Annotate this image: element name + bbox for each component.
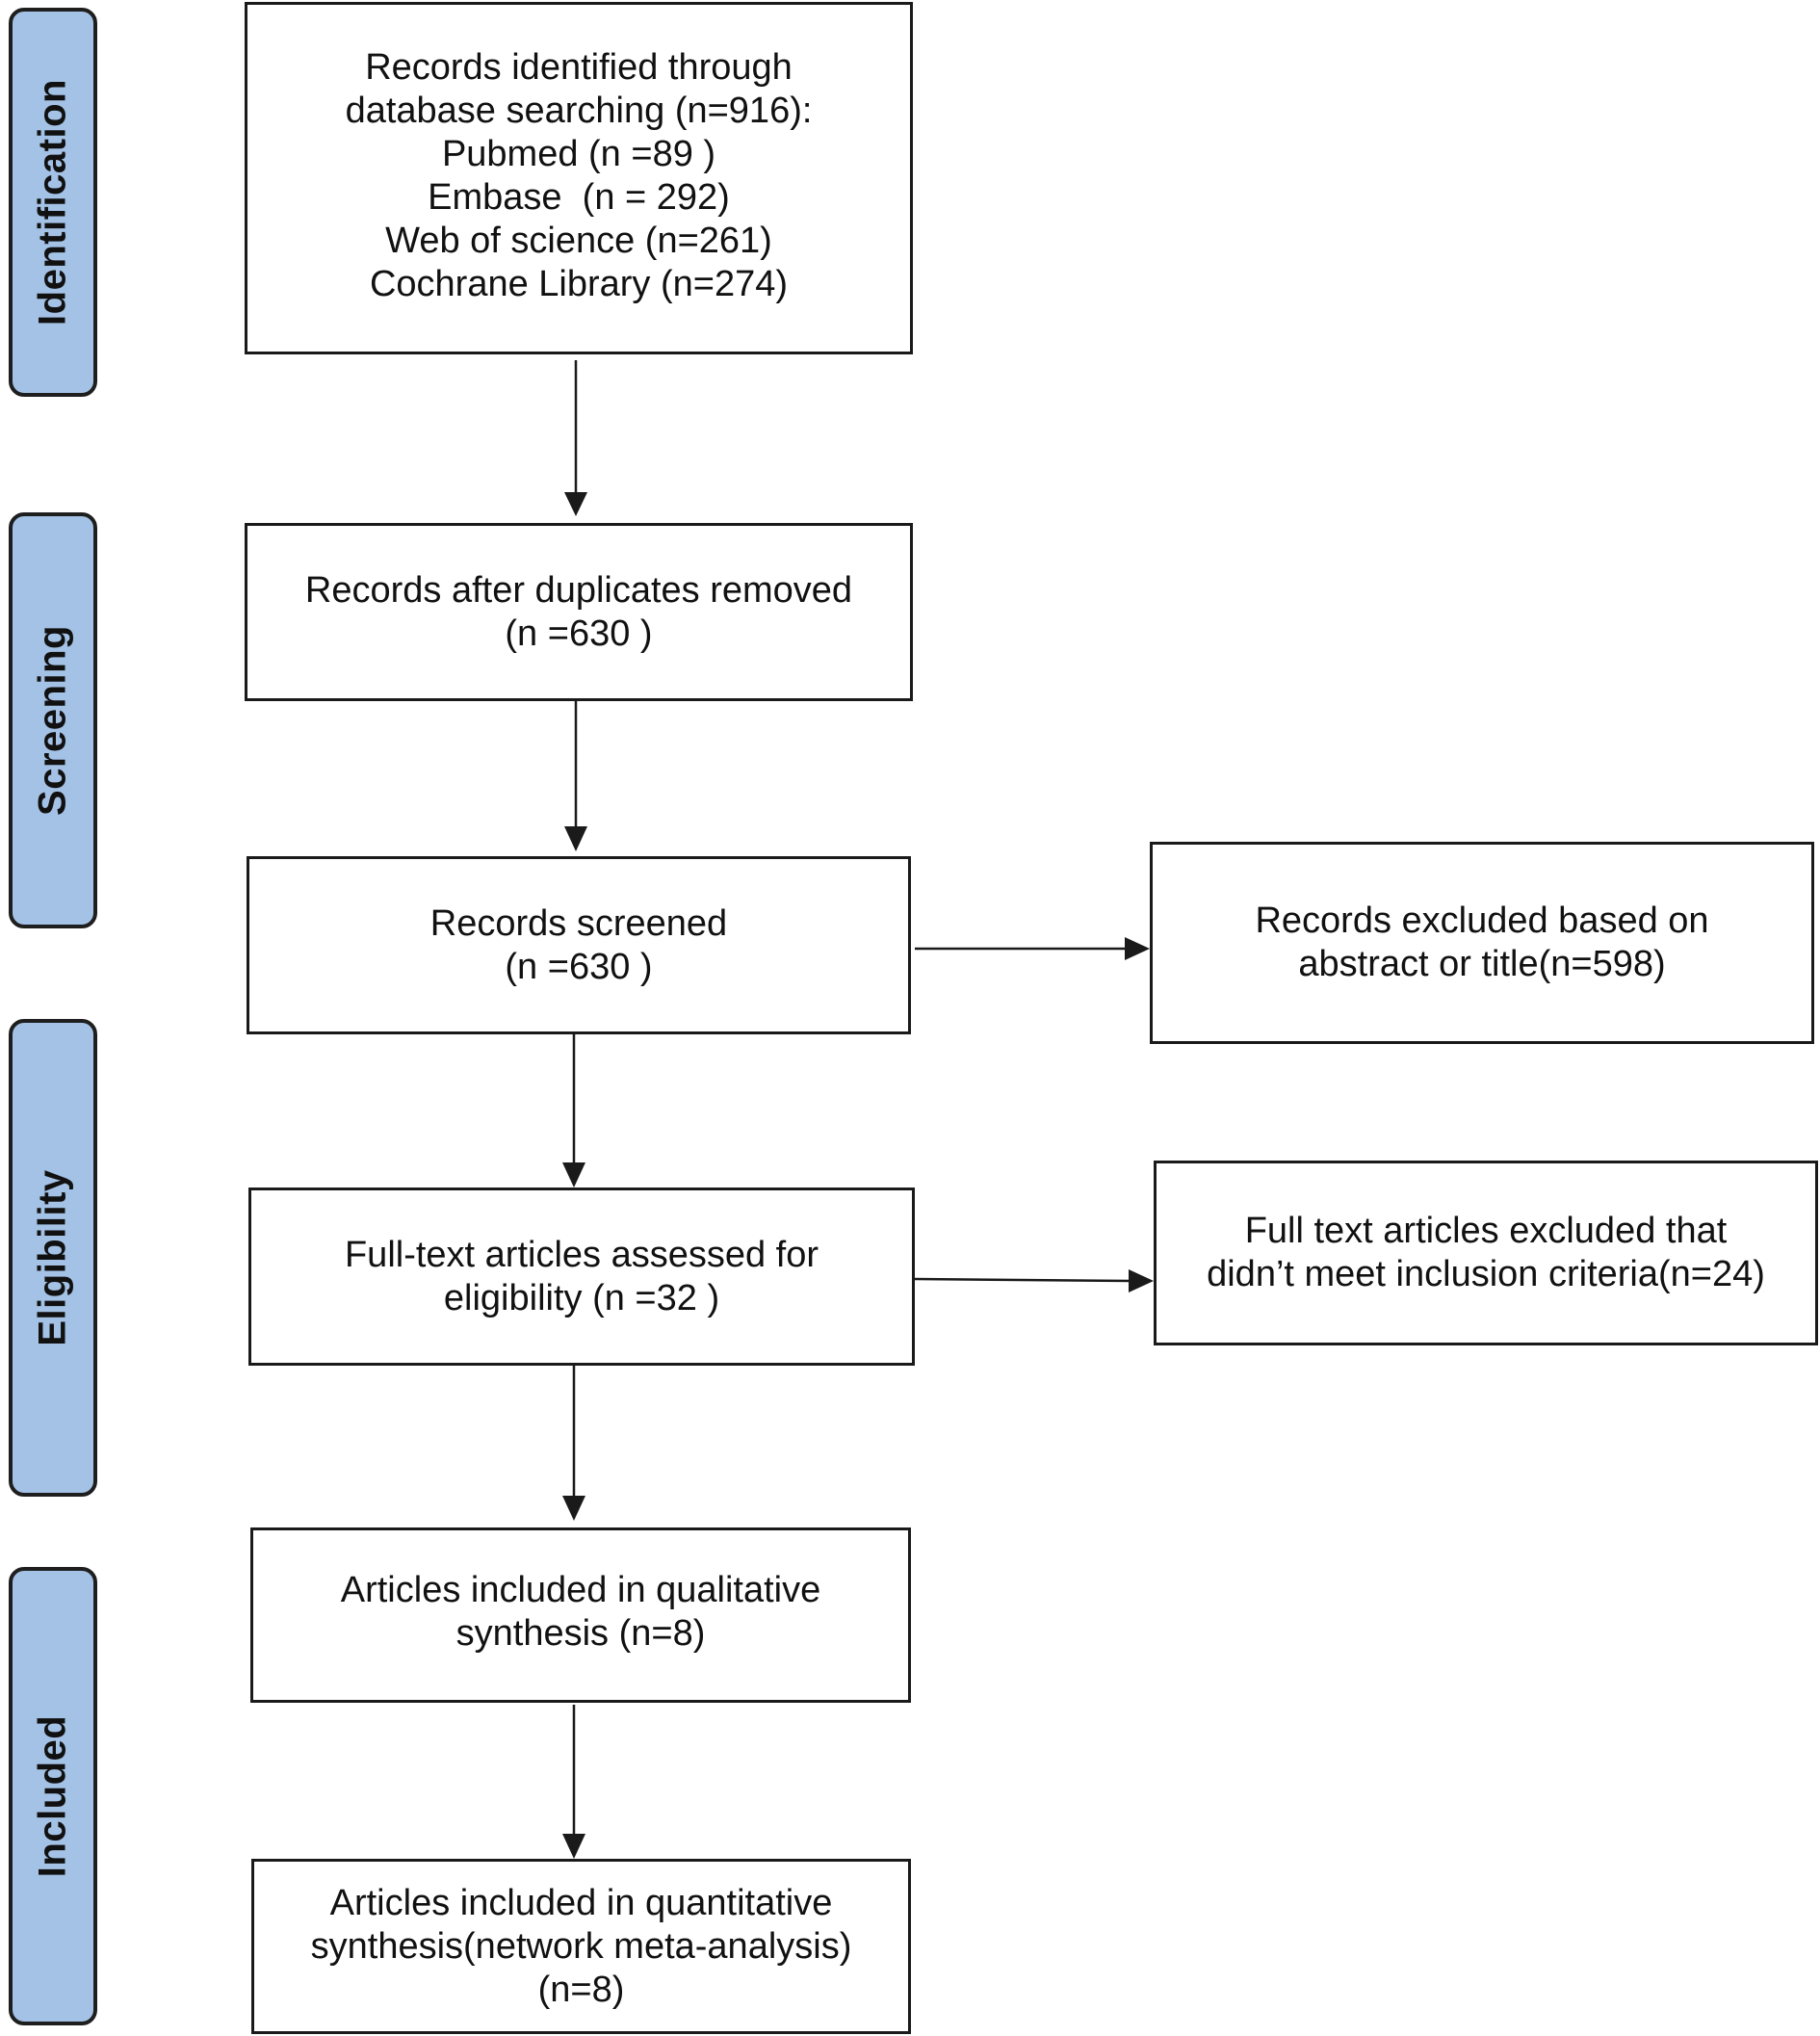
phase-eligibility: Eligibility bbox=[9, 1019, 97, 1497]
records-identified-cochrane: Cochrane Library (n=274) bbox=[369, 264, 789, 304]
qualitative-synthesis-text: Articles included in qualitative synthes… bbox=[341, 1569, 821, 1656]
qualitative-synthesis-line: Articles included in qualitative bbox=[340, 1570, 821, 1610]
records-after-duplicates-count: (n =630 ) bbox=[505, 613, 653, 654]
full-text-excluded-count: didn’t meet inclusion criteria(n=24) bbox=[1207, 1254, 1765, 1294]
records-after-duplicates-line: Records after duplicates removed bbox=[304, 569, 853, 611]
phase-eligibility-label: Eligibility bbox=[31, 1169, 74, 1346]
records-identified-box: Records identified through database sear… bbox=[245, 2, 913, 354]
arrowhead-right bbox=[1129, 1269, 1154, 1292]
quantitative-synthesis-count: (n=8) bbox=[537, 1969, 625, 2010]
phase-identification: Identification bbox=[9, 8, 97, 397]
qualitative-synthesis-box: Articles included in qualitative synthes… bbox=[250, 1527, 911, 1703]
records-identified-embase: Embase (n = 292) bbox=[428, 177, 730, 218]
records-screened-box: Records screened (n =630 ) bbox=[247, 856, 911, 1034]
arrowhead-down bbox=[564, 492, 587, 516]
records-after-duplicates-box: Records after duplicates removed (n =630… bbox=[245, 523, 913, 701]
records-identified-line: Records identified through bbox=[365, 47, 793, 88]
phase-screening: Screening bbox=[9, 512, 97, 928]
quantitative-synthesis-text: Articles included in quantitative synthe… bbox=[311, 1882, 852, 2012]
records-after-duplicates-text: Records after duplicates removed (n =630… bbox=[305, 569, 852, 656]
full-text-assessed-count: eligibility (n =32 ) bbox=[443, 1277, 720, 1318]
records-excluded-abstract-text: Records excluded based on abstract or ti… bbox=[1255, 900, 1708, 986]
arrowhead-down bbox=[562, 1496, 585, 1521]
quantitative-synthesis-box: Articles included in quantitative synthe… bbox=[251, 1859, 911, 2034]
full-text-assessed-line: Full-text articles assessed for bbox=[344, 1234, 819, 1275]
quantitative-synthesis-line: synthesis(network meta-analysis) bbox=[310, 1925, 852, 1967]
phase-identification-label: Identification bbox=[31, 79, 74, 326]
arrowhead-down bbox=[564, 826, 587, 851]
arrowhead-down bbox=[562, 1834, 585, 1859]
arrow-full-text-to-excluded bbox=[914, 1277, 1133, 1283]
phase-included: Included bbox=[9, 1567, 97, 2025]
qualitative-synthesis-count: synthesis (n=8) bbox=[455, 1613, 706, 1654]
records-identified-text: Records identified through database sear… bbox=[346, 46, 813, 306]
records-identified-pubmed: Pubmed (n =89 ) bbox=[441, 134, 716, 174]
full-text-assessed-text: Full-text articles assessed for eligibil… bbox=[345, 1234, 819, 1320]
records-excluded-abstract-count: abstract or title(n=598) bbox=[1298, 944, 1666, 984]
full-text-excluded-line: Full text articles excluded that bbox=[1244, 1211, 1728, 1251]
arrowhead-down bbox=[562, 1162, 585, 1188]
full-text-excluded-box: Full text articles excluded that didn’t … bbox=[1154, 1161, 1818, 1345]
records-screened-text: Records screened (n =630 ) bbox=[430, 902, 727, 989]
arrowhead-right bbox=[1125, 937, 1150, 960]
phase-included-label: Included bbox=[31, 1714, 74, 1878]
records-identified-line: database searching (n=916): bbox=[345, 91, 813, 131]
full-text-assessed-box: Full-text articles assessed for eligibil… bbox=[248, 1188, 915, 1366]
quantitative-synthesis-line: Articles included in quantitative bbox=[329, 1882, 833, 1923]
records-excluded-abstract-line: Records excluded based on bbox=[1255, 901, 1709, 941]
records-identified-web-of-science: Web of science (n=261) bbox=[385, 221, 772, 261]
records-screened-line: Records screened bbox=[429, 902, 728, 944]
records-excluded-abstract-box: Records excluded based on abstract or ti… bbox=[1150, 842, 1814, 1044]
phase-screening-label: Screening bbox=[31, 625, 74, 816]
full-text-excluded-text: Full text articles excluded that didn’t … bbox=[1207, 1210, 1765, 1296]
records-screened-count: (n =630 ) bbox=[505, 946, 653, 987]
